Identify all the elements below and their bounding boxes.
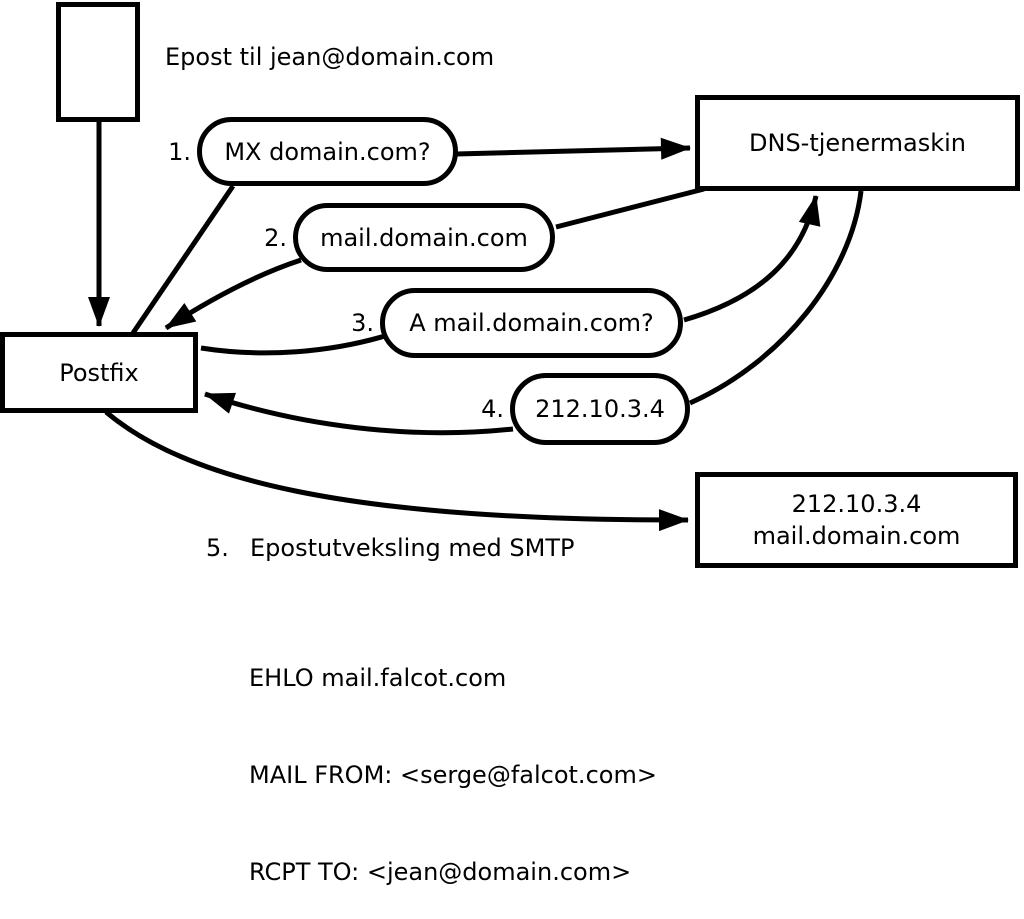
- step-4-label: 212.10.3.4: [535, 395, 665, 423]
- mail-server-hostname: mail.domain.com: [752, 522, 961, 550]
- smtp-session-block: EHLO mail.falcot.com MAIL FROM: <serge@f…: [249, 597, 657, 919]
- line-dns-to-step2: [555, 186, 705, 230]
- diagram-title: Epost til jean@domain.com: [165, 43, 495, 71]
- smtp-line: MAIL FROM: <serge@falcot.com>: [249, 761, 657, 790]
- step-2-number: 2.: [264, 223, 287, 252]
- step-1-number: 1.: [168, 137, 191, 166]
- postfix-label: Postfix: [59, 358, 139, 387]
- arrow-postfix-to-mailserver: [104, 410, 689, 532]
- postfix-node: Postfix: [0, 332, 198, 413]
- arrow-step1-to-dns: [455, 137, 691, 160]
- step-5-label: Epostutveksling med SMTP: [250, 534, 575, 562]
- step-4-number: 4.: [481, 395, 504, 423]
- step-3-number: 3.: [351, 309, 374, 337]
- step-2: 2. mail.domain.com: [247, 203, 555, 272]
- step-2-label: mail.domain.com: [320, 223, 528, 252]
- step-5-spacer: [236, 534, 250, 562]
- step-4: 4. 212.10.3.4: [464, 373, 690, 445]
- step-5: 5. Epostutveksling med SMTP: [206, 534, 574, 562]
- email-message-icon: [56, 2, 140, 122]
- mail-server-node: 212.10.3.4 mail.domain.com: [695, 472, 1018, 568]
- arrow-step3-to-dns: [683, 195, 821, 323]
- smtp-line: EHLO mail.falcot.com: [249, 663, 507, 692]
- step-1-bubble: MX domain.com?: [197, 117, 458, 186]
- step-1: 1. MX domain.com?: [151, 117, 458, 186]
- step-3-label: A mail.domain.com?: [409, 309, 654, 337]
- dns-server-node: DNS-tjenermaskin: [695, 95, 1020, 191]
- line-postfix-to-step3: [200, 333, 386, 356]
- step-1-label: MX domain.com?: [224, 137, 431, 166]
- arrow-step4-to-postfix: [204, 391, 514, 436]
- step-4-bubble: 212.10.3.4: [510, 373, 690, 445]
- line-postfix-to-step1: [130, 184, 236, 335]
- mail-server-ip: 212.10.3.4: [791, 490, 922, 518]
- dns-server-label: DNS-tjenermaskin: [749, 129, 966, 157]
- step-2-bubble: mail.domain.com: [293, 203, 555, 272]
- step-5-number: 5.: [206, 534, 229, 562]
- step-3-bubble: A mail.domain.com?: [380, 288, 683, 358]
- step-3: 3. A mail.domain.com?: [334, 288, 683, 358]
- arrow-step2-to-postfix: [164, 257, 302, 331]
- line-dns-to-step4: [688, 190, 864, 406]
- smtp-line: RCPT TO: <jean@domain.com>: [249, 858, 632, 887]
